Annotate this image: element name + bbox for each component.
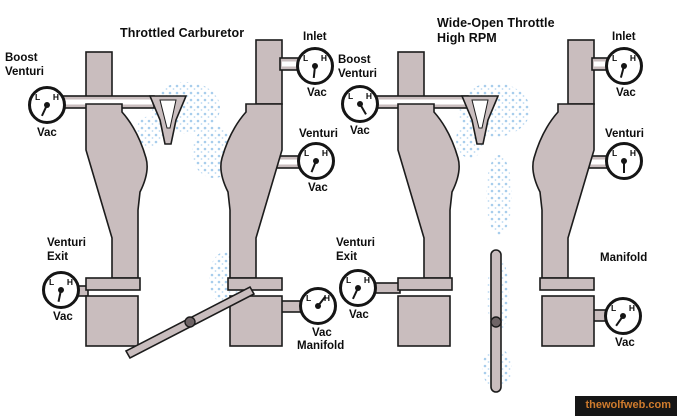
gauge-pivot [312, 63, 318, 69]
gauge-venturi-right: L H [605, 142, 643, 180]
vac-label: Vac [616, 87, 636, 99]
gauge-low-label: L [303, 53, 309, 63]
carb-body-left [57, 39, 309, 360]
watermark: thewolfweb.com [575, 396, 677, 416]
gauge-high-label: H [628, 303, 635, 313]
gauge-needle [623, 160, 625, 173]
airhorn-wall [567, 39, 595, 105]
gauge-low-label: L [346, 275, 352, 285]
manifold-wall [229, 295, 283, 347]
throttle-shaft [184, 316, 196, 328]
vac-label: Vac [307, 87, 327, 99]
gauge-low-label: L [611, 303, 617, 313]
airhorn-wall [397, 51, 425, 99]
fuel-spray-left [136, 82, 241, 304]
gauge-venturi-exit-left: L H [42, 271, 80, 309]
vac-label: Vac [349, 309, 369, 321]
vac-label: Vac [615, 337, 635, 349]
venturi-exit-label: Venturi Exit [47, 237, 86, 263]
venturi-wall-left [85, 103, 148, 279]
manifold-wall [397, 295, 451, 347]
gauge-high-label: H [321, 148, 328, 158]
gauge-high-label: H [363, 275, 370, 285]
manifold-label: Manifold [600, 252, 648, 264]
gauge-low-label: L [35, 92, 41, 102]
gauge-pivot [313, 158, 319, 164]
manifold-wall [541, 295, 595, 347]
gauge-manifold-left: L H [299, 287, 337, 325]
venturi-label: Venturi [299, 128, 338, 140]
gauge-high-label: H [629, 148, 636, 158]
gauge-high-label: H [320, 53, 327, 63]
gauge-high-label: H [52, 92, 59, 102]
right-diagram-title: Wide-Open Throttle High RPM [437, 16, 555, 45]
gauge-venturi-left: L H [297, 142, 335, 180]
left-diagram-title: Throttled Carburetor [120, 26, 245, 40]
vac-label: Vac [53, 311, 73, 323]
gauge-high-label: H [66, 277, 73, 287]
gauge-inlet-left: L H [296, 47, 334, 85]
gauge-low-label: L [612, 148, 618, 158]
gauge-high-label: H [323, 293, 330, 303]
gauge-high-label: H [629, 53, 636, 63]
manifold-wall [85, 295, 139, 347]
airhorn-wall [85, 51, 113, 99]
gauge-high-label: H [365, 91, 372, 101]
gauge-pivot [620, 313, 626, 319]
gauge-low-label: L [306, 293, 312, 303]
gauge-pivot [315, 303, 321, 309]
boost-venturi-label: Boost Venturi [338, 54, 377, 80]
gauge-pivot [58, 287, 64, 293]
gauge-inlet-right: L H [605, 47, 643, 85]
gauge-venturi-exit-right: L H [339, 269, 377, 307]
gauge-low-label: L [304, 148, 310, 158]
gauge-pivot [621, 63, 627, 69]
gauge-low-label: L [49, 277, 55, 287]
inlet-label: Inlet [612, 31, 636, 43]
vac-label: Vac [350, 125, 370, 137]
vac-label: Vac [37, 127, 57, 139]
carb-body-right [369, 39, 619, 393]
boost-venturi-label: Boost Venturi [5, 52, 44, 78]
venturi-wall-right [220, 103, 283, 279]
venturi-label: Venturi [605, 128, 644, 140]
manifold-label: Manifold [297, 340, 345, 352]
airhorn-wall [255, 39, 283, 105]
gauge-low-label: L [348, 91, 354, 101]
gauge-low-label: L [612, 53, 618, 63]
gauge-boost-venturi-left: L H [28, 86, 66, 124]
vac-label: Vac [308, 182, 328, 194]
gauge-pivot [357, 101, 363, 107]
venturi-wall-left [397, 103, 460, 279]
gauge-boost-venturi-right: L H [341, 85, 379, 123]
flange [227, 277, 283, 291]
venturi-wall-right [532, 103, 595, 279]
flange [397, 277, 453, 291]
vac-label: Vac [312, 327, 332, 339]
flange [85, 277, 141, 291]
gauge-manifold-right: L H [604, 297, 642, 335]
flange [539, 277, 595, 291]
gauge-pivot [355, 285, 361, 291]
gauge-pivot [44, 102, 50, 108]
inlet-label: Inlet [303, 31, 327, 43]
venturi-exit-label: Venturi Exit [336, 237, 375, 263]
throttle-shaft [490, 316, 502, 328]
gauge-pivot [621, 158, 627, 164]
